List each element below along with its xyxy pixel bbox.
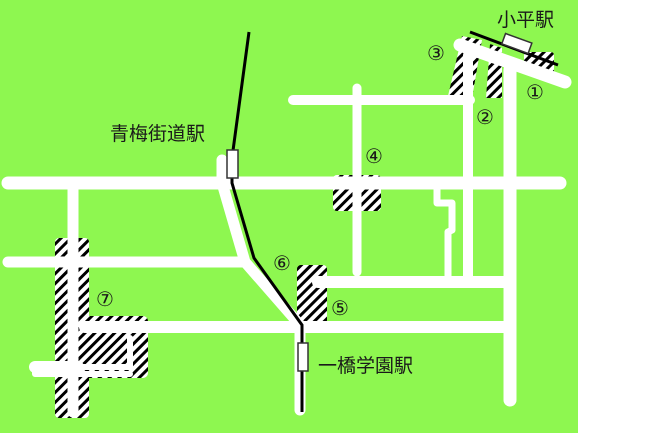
marker-5: ⑤ xyxy=(331,296,349,320)
marker-1: ① xyxy=(526,80,544,104)
marker-4: ④ xyxy=(365,144,383,168)
marker-6: ⑥ xyxy=(273,251,291,275)
station-label-omekaido: 青梅街道駅 xyxy=(110,123,206,145)
kodaira-station-box[interactable] xyxy=(500,32,533,55)
station-markers xyxy=(226,32,533,372)
omekaido-station-box[interactable] xyxy=(226,149,239,179)
station-label-kodaira: 小平駅 xyxy=(497,9,555,31)
marker-3: ③ xyxy=(427,41,445,65)
parking-area-6 xyxy=(297,265,327,325)
station-label-hitotsubashi: 一橋学園駅 xyxy=(318,355,414,377)
hitotsubashi-station-box[interactable] xyxy=(297,342,309,372)
marker-7: ⑦ xyxy=(96,287,114,311)
marker-2: ② xyxy=(476,105,494,129)
